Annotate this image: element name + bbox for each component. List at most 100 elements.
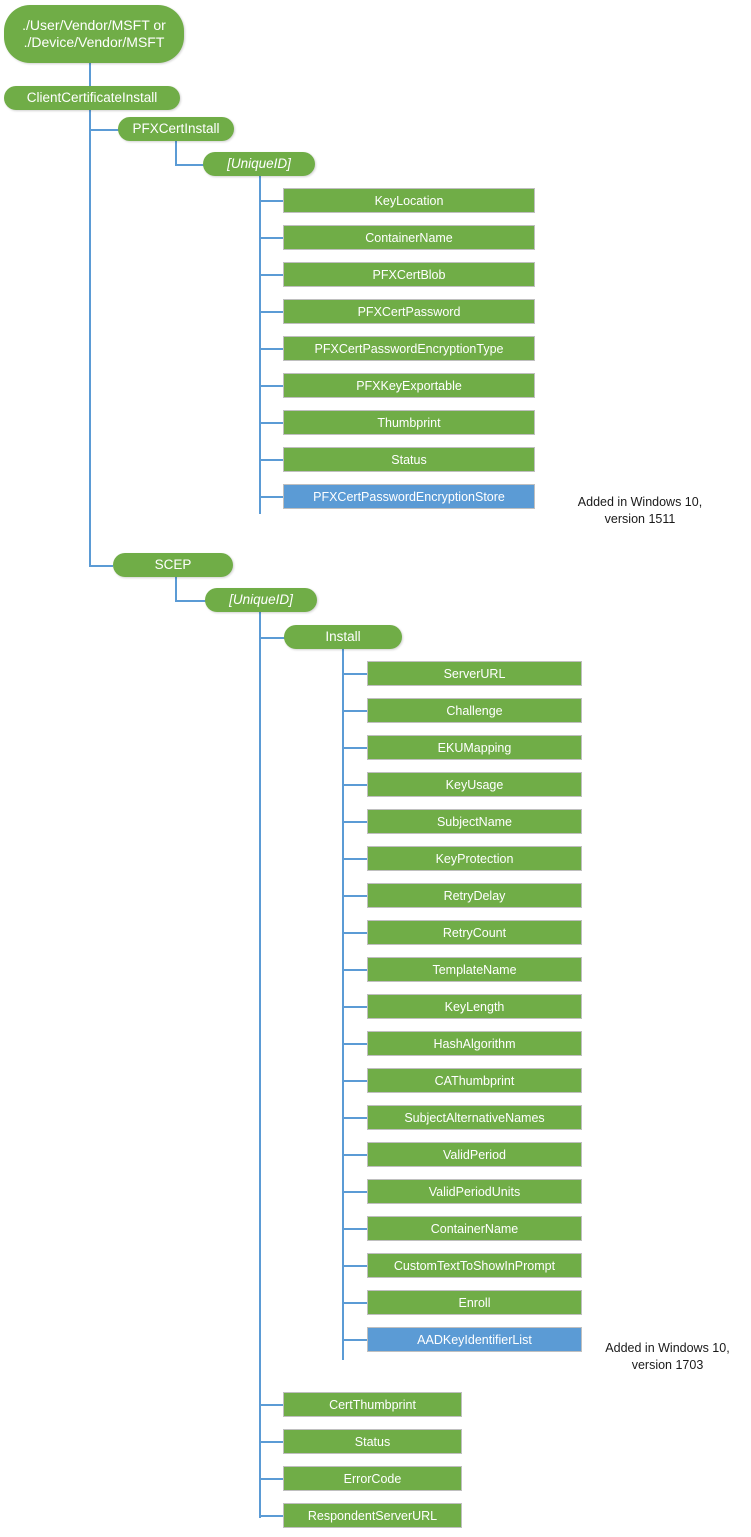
leaf-node-label: KeyUsage	[445, 777, 504, 792]
connector-leaf	[259, 1477, 283, 1480]
connector-leaf	[342, 820, 367, 823]
leaf-node-label: KeyProtection	[435, 851, 514, 866]
connector-leaf	[342, 1301, 367, 1304]
connector-leaf	[342, 1153, 367, 1156]
leaf-node-label: HashAlgorithm	[433, 1036, 516, 1051]
leaf-node-pfxcertpasswordencryptionstore[interactable]: PFXCertPasswordEncryptionStore	[283, 484, 535, 509]
connector-leaf	[259, 1514, 283, 1517]
connector-pfx-down	[175, 141, 177, 164]
leaf-node-label: RespondentServerURL	[307, 1508, 438, 1523]
leaf-node-label: Status	[354, 1434, 391, 1449]
connector-to-install	[259, 637, 285, 639]
node-pfx-unique-id-label: [UniqueID]	[227, 155, 291, 171]
connector-pfx-uniqueid-trunk	[259, 176, 261, 514]
leaf-node-label: EKUMapping	[437, 740, 512, 755]
connector-leaf	[259, 310, 283, 313]
node-client-certificate-install[interactable]: ClientCertificateInstall	[4, 86, 180, 110]
node-root[interactable]: ./User/Vendor/MSFT or ./Device/Vendor/MS…	[4, 5, 184, 63]
connector-leaf	[342, 1338, 367, 1341]
connector-leaf	[342, 968, 367, 971]
connector-leaf	[259, 421, 283, 424]
leaf-node-aadkeyidentifierlist[interactable]: AADKeyIdentifierList	[367, 1327, 582, 1352]
leaf-node-thumbprint[interactable]: Thumbprint	[283, 410, 535, 435]
leaf-node-label: PFXCertPasswordEncryptionStore	[313, 489, 505, 504]
leaf-node-validperiodunits[interactable]: ValidPeriodUnits	[367, 1179, 582, 1204]
leaf-node-hashalgorithm[interactable]: HashAlgorithm	[367, 1031, 582, 1056]
connector-leaf	[259, 458, 283, 461]
connector-leaf	[342, 931, 367, 934]
leaf-node-ekumapping[interactable]: EKUMapping	[367, 735, 582, 760]
connector-leaf	[259, 1440, 283, 1443]
leaf-node-subjectalternativenames[interactable]: SubjectAlternativeNames	[367, 1105, 582, 1130]
leaf-node-label: AADKeyIdentifierList	[417, 1332, 532, 1347]
leaf-node-label: CertThumbprint	[329, 1397, 416, 1412]
leaf-node-subjectname[interactable]: SubjectName	[367, 809, 582, 834]
leaf-node-serverurl[interactable]: ServerURL	[367, 661, 582, 686]
connector-leaf	[342, 1005, 367, 1008]
leaf-node-pfxcertblob[interactable]: PFXCertBlob	[283, 262, 535, 287]
connector-leaf	[342, 672, 367, 675]
note-version-1703: Added in Windows 10, version 1703	[605, 1341, 730, 1372]
leaf-node-templatename[interactable]: TemplateName	[367, 957, 582, 982]
leaf-node-label: PFXCertBlob	[372, 267, 446, 282]
leaf-node-validperiod[interactable]: ValidPeriod	[367, 1142, 582, 1167]
leaf-node-label: CAThumbprint	[434, 1073, 515, 1088]
leaf-node-label: KeyLength	[444, 999, 505, 1014]
connector-leaf	[259, 384, 283, 387]
leaf-node-keylocation[interactable]: KeyLocation	[283, 188, 535, 213]
node-pfx-cert-install-label: PFXCertInstall	[132, 120, 220, 136]
leaf-node-label: TemplateName	[432, 962, 517, 977]
leaf-node-enroll[interactable]: Enroll	[367, 1290, 582, 1315]
leaf-node-containername[interactable]: ContainerName	[283, 225, 535, 250]
connector-leaf	[342, 1227, 367, 1230]
connector-to-scep	[89, 565, 113, 567]
leaf-node-label: Enroll	[458, 1295, 491, 1310]
connector-to-pfxcertinstall	[89, 129, 122, 131]
connector-leaf	[342, 857, 367, 860]
leaf-node-label: RetryDelay	[443, 888, 506, 903]
leaf-node-pfxcertpassword[interactable]: PFXCertPassword	[283, 299, 535, 324]
node-install-label: Install	[325, 628, 361, 644]
leaf-node-containername[interactable]: ContainerName	[367, 1216, 582, 1241]
leaf-node-keyusage[interactable]: KeyUsage	[367, 772, 582, 797]
connector-leaf	[259, 236, 283, 239]
connector-root-down	[89, 63, 91, 96]
leaf-node-label: SubjectName	[436, 814, 513, 829]
node-scep-unique-id[interactable]: [UniqueID]	[205, 588, 317, 612]
connector-leaf	[259, 495, 283, 498]
node-pfx-cert-install[interactable]: PFXCertInstall	[118, 117, 234, 141]
leaf-node-retrycount[interactable]: RetryCount	[367, 920, 582, 945]
connector-leaf	[342, 783, 367, 786]
connector-leaf	[342, 1079, 367, 1082]
leaf-node-certthumbprint[interactable]: CertThumbprint	[283, 1392, 462, 1417]
connector-leaf	[342, 1190, 367, 1193]
leaf-node-errorcode[interactable]: ErrorCode	[283, 1466, 462, 1491]
leaf-node-respondentserverurl[interactable]: RespondentServerURL	[283, 1503, 462, 1528]
node-client-certificate-install-label: ClientCertificateInstall	[26, 89, 158, 105]
leaf-node-pfxcertpasswordencryptiontype[interactable]: PFXCertPasswordEncryptionType	[283, 336, 535, 361]
connector-main-trunk	[89, 110, 91, 567]
leaf-node-customtexttoshowinprompt[interactable]: CustomTextToShowInPrompt	[367, 1253, 582, 1278]
leaf-node-retrydelay[interactable]: RetryDelay	[367, 883, 582, 908]
leaf-node-label: CustomTextToShowInPrompt	[393, 1258, 556, 1273]
node-root-label: ./User/Vendor/MSFT or ./Device/Vendor/MS…	[22, 16, 166, 51]
node-pfx-unique-id[interactable]: [UniqueID]	[203, 152, 315, 176]
connector-scep-uniqueid-trunk	[259, 612, 261, 1518]
leaf-node-label: ValidPeriod	[442, 1147, 506, 1162]
leaf-node-cathumbprint[interactable]: CAThumbprint	[367, 1068, 582, 1093]
node-scep[interactable]: SCEP	[113, 553, 233, 577]
connector-leaf	[259, 273, 283, 276]
leaf-node-pfxkeyexportable[interactable]: PFXKeyExportable	[283, 373, 535, 398]
leaf-node-label: Status	[391, 452, 427, 467]
connector-scep-down	[175, 577, 177, 600]
leaf-node-keylength[interactable]: KeyLength	[367, 994, 582, 1019]
connector-scep-to-uniqueid	[175, 600, 209, 602]
leaf-node-label: ServerURL	[443, 666, 506, 681]
connector-leaf	[342, 1264, 367, 1267]
leaf-node-status[interactable]: Status	[283, 1429, 462, 1454]
connector-leaf	[342, 1042, 367, 1045]
leaf-node-challenge[interactable]: Challenge	[367, 698, 582, 723]
node-install[interactable]: Install	[284, 625, 402, 649]
leaf-node-keyprotection[interactable]: KeyProtection	[367, 846, 582, 871]
leaf-node-status[interactable]: Status	[283, 447, 535, 472]
